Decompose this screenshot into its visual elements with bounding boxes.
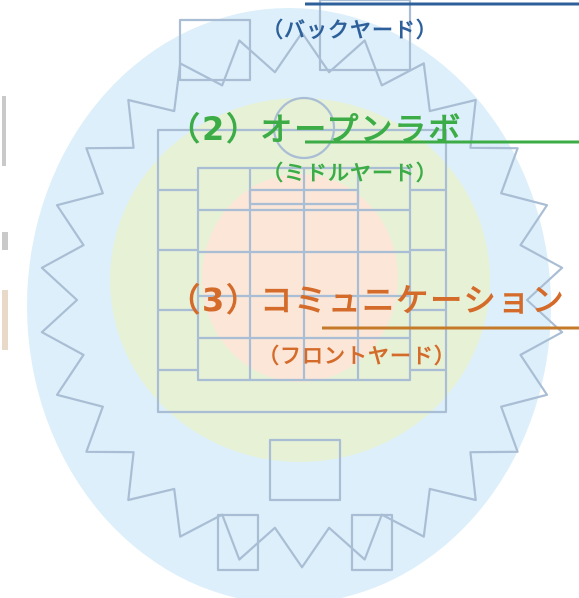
building-serrated-outline bbox=[40, 31, 564, 569]
clipped-edge-mark bbox=[2, 290, 8, 350]
openlab-subtitle: （ミドルヤード） bbox=[262, 161, 438, 185]
stair-south-east bbox=[350, 513, 394, 572]
communication-title: （3）コミュニケーション bbox=[168, 281, 566, 319]
clipped-edge-mark bbox=[2, 232, 8, 250]
openlab-title: （2）オープンラボ bbox=[168, 110, 463, 148]
rotunda bbox=[272, 96, 336, 160]
north-entrance bbox=[178, 18, 252, 82]
floor-plan-outline bbox=[40, 0, 564, 572]
south-wing bbox=[268, 438, 342, 502]
backyard-subtitle: （バックヤード） bbox=[262, 18, 438, 42]
central-hall bbox=[156, 128, 448, 414]
stair-north bbox=[248, 188, 360, 206]
clipped-edge-mark bbox=[2, 96, 6, 166]
stair-south-west bbox=[216, 513, 260, 572]
communication-subtitle: （フロントヤード） bbox=[258, 344, 456, 368]
north-wing bbox=[318, 0, 412, 72]
